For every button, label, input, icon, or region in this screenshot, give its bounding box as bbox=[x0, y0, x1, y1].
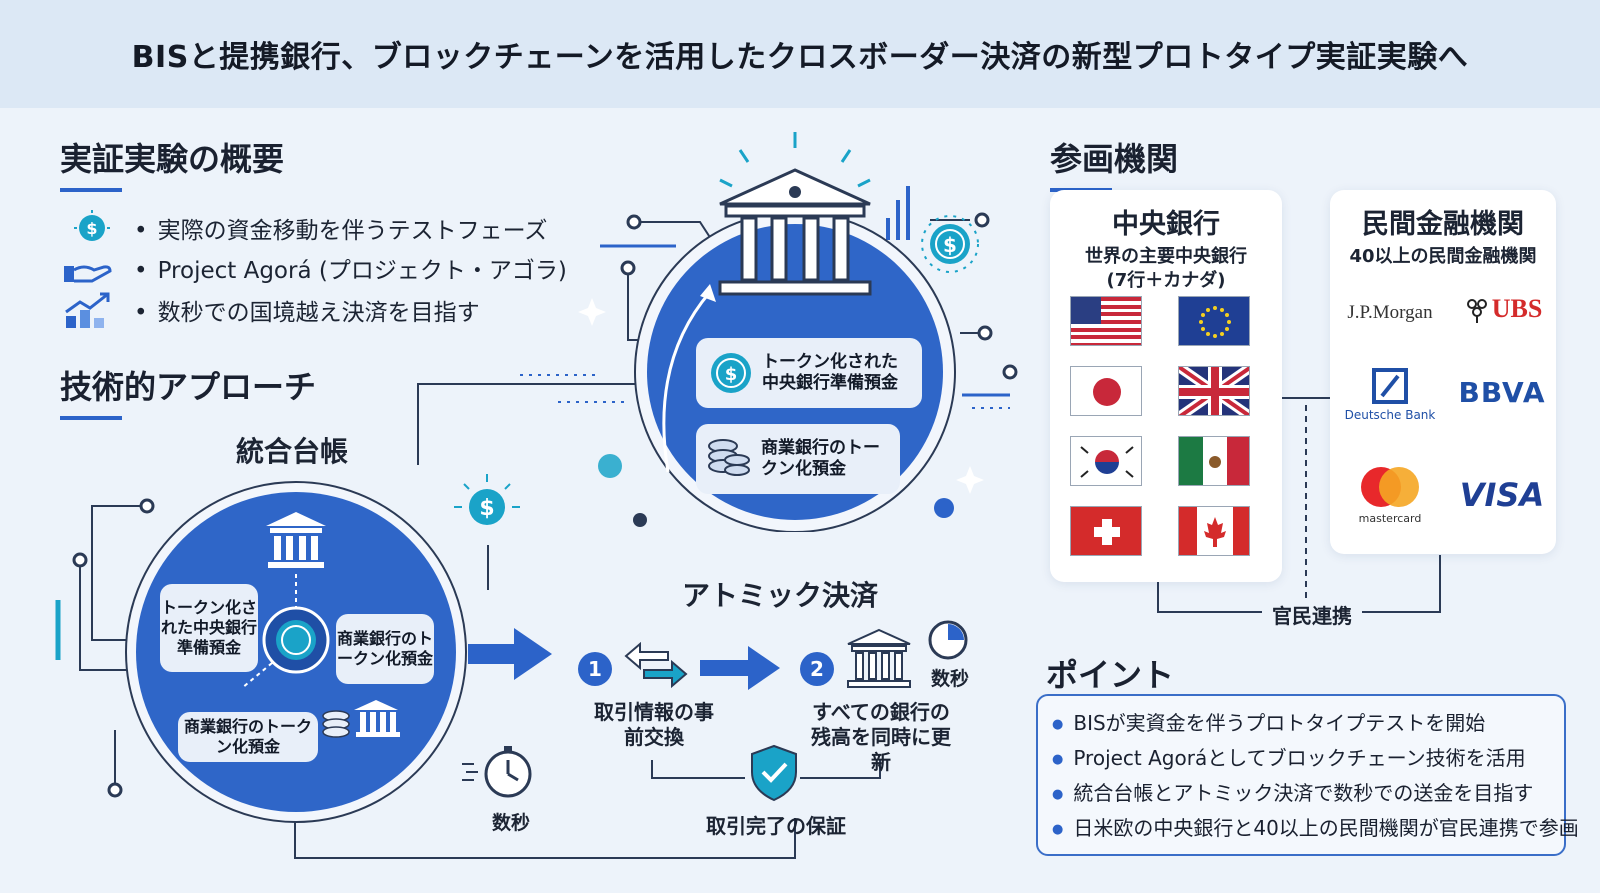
central-bank-title: 中央銀行 bbox=[1112, 209, 1220, 240]
flag-ca-icon bbox=[1178, 506, 1250, 556]
tech-heading: 技術的アプローチ bbox=[60, 362, 316, 420]
ledger-commercial-pill-right: 商業銀行のトークン化預金 bbox=[336, 614, 434, 684]
deutsche-bank-icon bbox=[1372, 368, 1408, 404]
svg-text:$: $ bbox=[479, 496, 494, 521]
token-coin-icon: $ bbox=[711, 353, 751, 393]
guarantee-label: 取引完了の保証 bbox=[706, 814, 846, 838]
public-private-link-label: 官民連携 bbox=[1272, 604, 1352, 628]
rising-chart-icon bbox=[65, 292, 110, 328]
overview-heading: 実証実験の概要 bbox=[60, 134, 284, 192]
hand-icon bbox=[64, 265, 112, 283]
page-title: BISと提携銀行、ブロックチェーンを活用したクロスボーダー決済の新型プロトタイプ… bbox=[131, 40, 1469, 75]
logo-bbva: BBVA bbox=[1458, 376, 1546, 409]
ledger-reserve-pill: トークン化された中央銀行準備預金 bbox=[160, 584, 258, 672]
seconds-label-b: 数秒 bbox=[491, 812, 530, 834]
private-title: 民間金融機関 bbox=[1362, 209, 1524, 240]
dollar-coin-icon: $ bbox=[454, 474, 520, 525]
svg-text:$: $ bbox=[725, 364, 738, 385]
step-1-badge: 1 bbox=[578, 652, 612, 686]
logo-mastercard: mastercard bbox=[1340, 466, 1440, 525]
title-bar: BISと提携銀行、ブロックチェーンを活用したクロスボーダー決済の新型プロトタイプ… bbox=[0, 0, 1600, 108]
step-2-label: すべての銀行の残高を同時に更新 bbox=[811, 700, 951, 774]
clock-icon bbox=[928, 620, 968, 660]
flag-ch-icon bbox=[1070, 506, 1142, 556]
central-bank-card: 中央銀行 世界の主要中央銀行 (7行＋カナダ) bbox=[1050, 190, 1282, 582]
flag-mx-icon bbox=[1178, 436, 1250, 486]
flag-jp-icon bbox=[1070, 366, 1142, 416]
flag-us-icon bbox=[1070, 296, 1142, 346]
step-1-label: 取引情報の事前交換 bbox=[594, 700, 714, 749]
flag-kr-icon bbox=[1070, 436, 1142, 486]
flag-eu-icon bbox=[1178, 296, 1250, 346]
flag-uk-icon bbox=[1178, 366, 1250, 416]
flow-arrow-icon bbox=[468, 628, 552, 680]
central-bank-subtitle-2: (7行＋カナダ) bbox=[1106, 270, 1226, 291]
logo-deutsche-bank: Deutsche Bank bbox=[1340, 368, 1440, 422]
point-item: Project Agoráとしてブロックチェーン技術を活用 bbox=[1052, 741, 1550, 776]
point-item: 統合台帳とアトミック決済で数秒での送金を目指す bbox=[1052, 776, 1550, 811]
shield-check-icon bbox=[751, 744, 797, 802]
point-item: BISが実資金を伴うプロトタイプテストを開始 bbox=[1052, 706, 1550, 741]
ledger-label: 統合台帳 bbox=[235, 435, 348, 468]
overview-item-2: Project Agorá (プロジェクト・アゴラ) bbox=[60, 248, 567, 288]
logo-ubs: UBS bbox=[1452, 294, 1552, 324]
exchange-arrows-icon bbox=[624, 642, 688, 689]
point-item: 日米欧の中央銀行と40以上の民間機関が官民連携で参画 bbox=[1052, 811, 1578, 846]
step-2-badge: 2 bbox=[800, 652, 834, 686]
participants-heading: 参画機関 bbox=[1050, 134, 1178, 192]
dollar-coin-hand-icon: $ bbox=[74, 210, 110, 241]
svg-text:$: $ bbox=[86, 219, 97, 238]
central-bank-subtitle-1: 世界の主要中央銀行 bbox=[1085, 246, 1247, 267]
mastercard-icon bbox=[1361, 467, 1419, 507]
ubs-keys-icon bbox=[1466, 299, 1487, 323]
seconds-label-a: 数秒 bbox=[930, 668, 969, 690]
bank-icon bbox=[847, 628, 911, 688]
coin-stack-icon bbox=[708, 439, 750, 476]
logo-jpmorgan: J.P.Morgan bbox=[1347, 302, 1433, 323]
step-arrow-icon bbox=[700, 646, 780, 690]
token-commercial-pill: 商業銀行のトークン化預金 bbox=[696, 424, 900, 494]
logo-visa: VISA bbox=[1459, 476, 1545, 514]
overview-item-1: $ 実際の資金移動を伴うテストフェーズ bbox=[60, 208, 547, 248]
dollar-coin-icon-2: $ bbox=[921, 215, 979, 273]
svg-text:$: $ bbox=[943, 233, 957, 257]
stopwatch-icon bbox=[462, 746, 532, 798]
token-reserve-pill: $ トークン化された中央銀行準備預金 bbox=[696, 338, 922, 408]
ledger-commercial-pill-bottom: 商業銀行のトークン化預金 bbox=[178, 712, 318, 762]
private-institutions-card: 民間金融機関 40以上の民間金融機関 J.P.Morgan UBS Deutsc… bbox=[1330, 190, 1556, 554]
points-heading: ポイント bbox=[1046, 656, 1175, 694]
atomic-heading: アトミック決済 bbox=[681, 579, 878, 612]
points-box: BISが実資金を伴うプロトタイプテストを開始 Project Agoráとしてブ… bbox=[1036, 694, 1579, 856]
overview-item-3: 数秒での国境越え決済を目指す bbox=[60, 290, 480, 330]
private-subtitle: 40以上の民間金融機関 bbox=[1349, 246, 1537, 267]
